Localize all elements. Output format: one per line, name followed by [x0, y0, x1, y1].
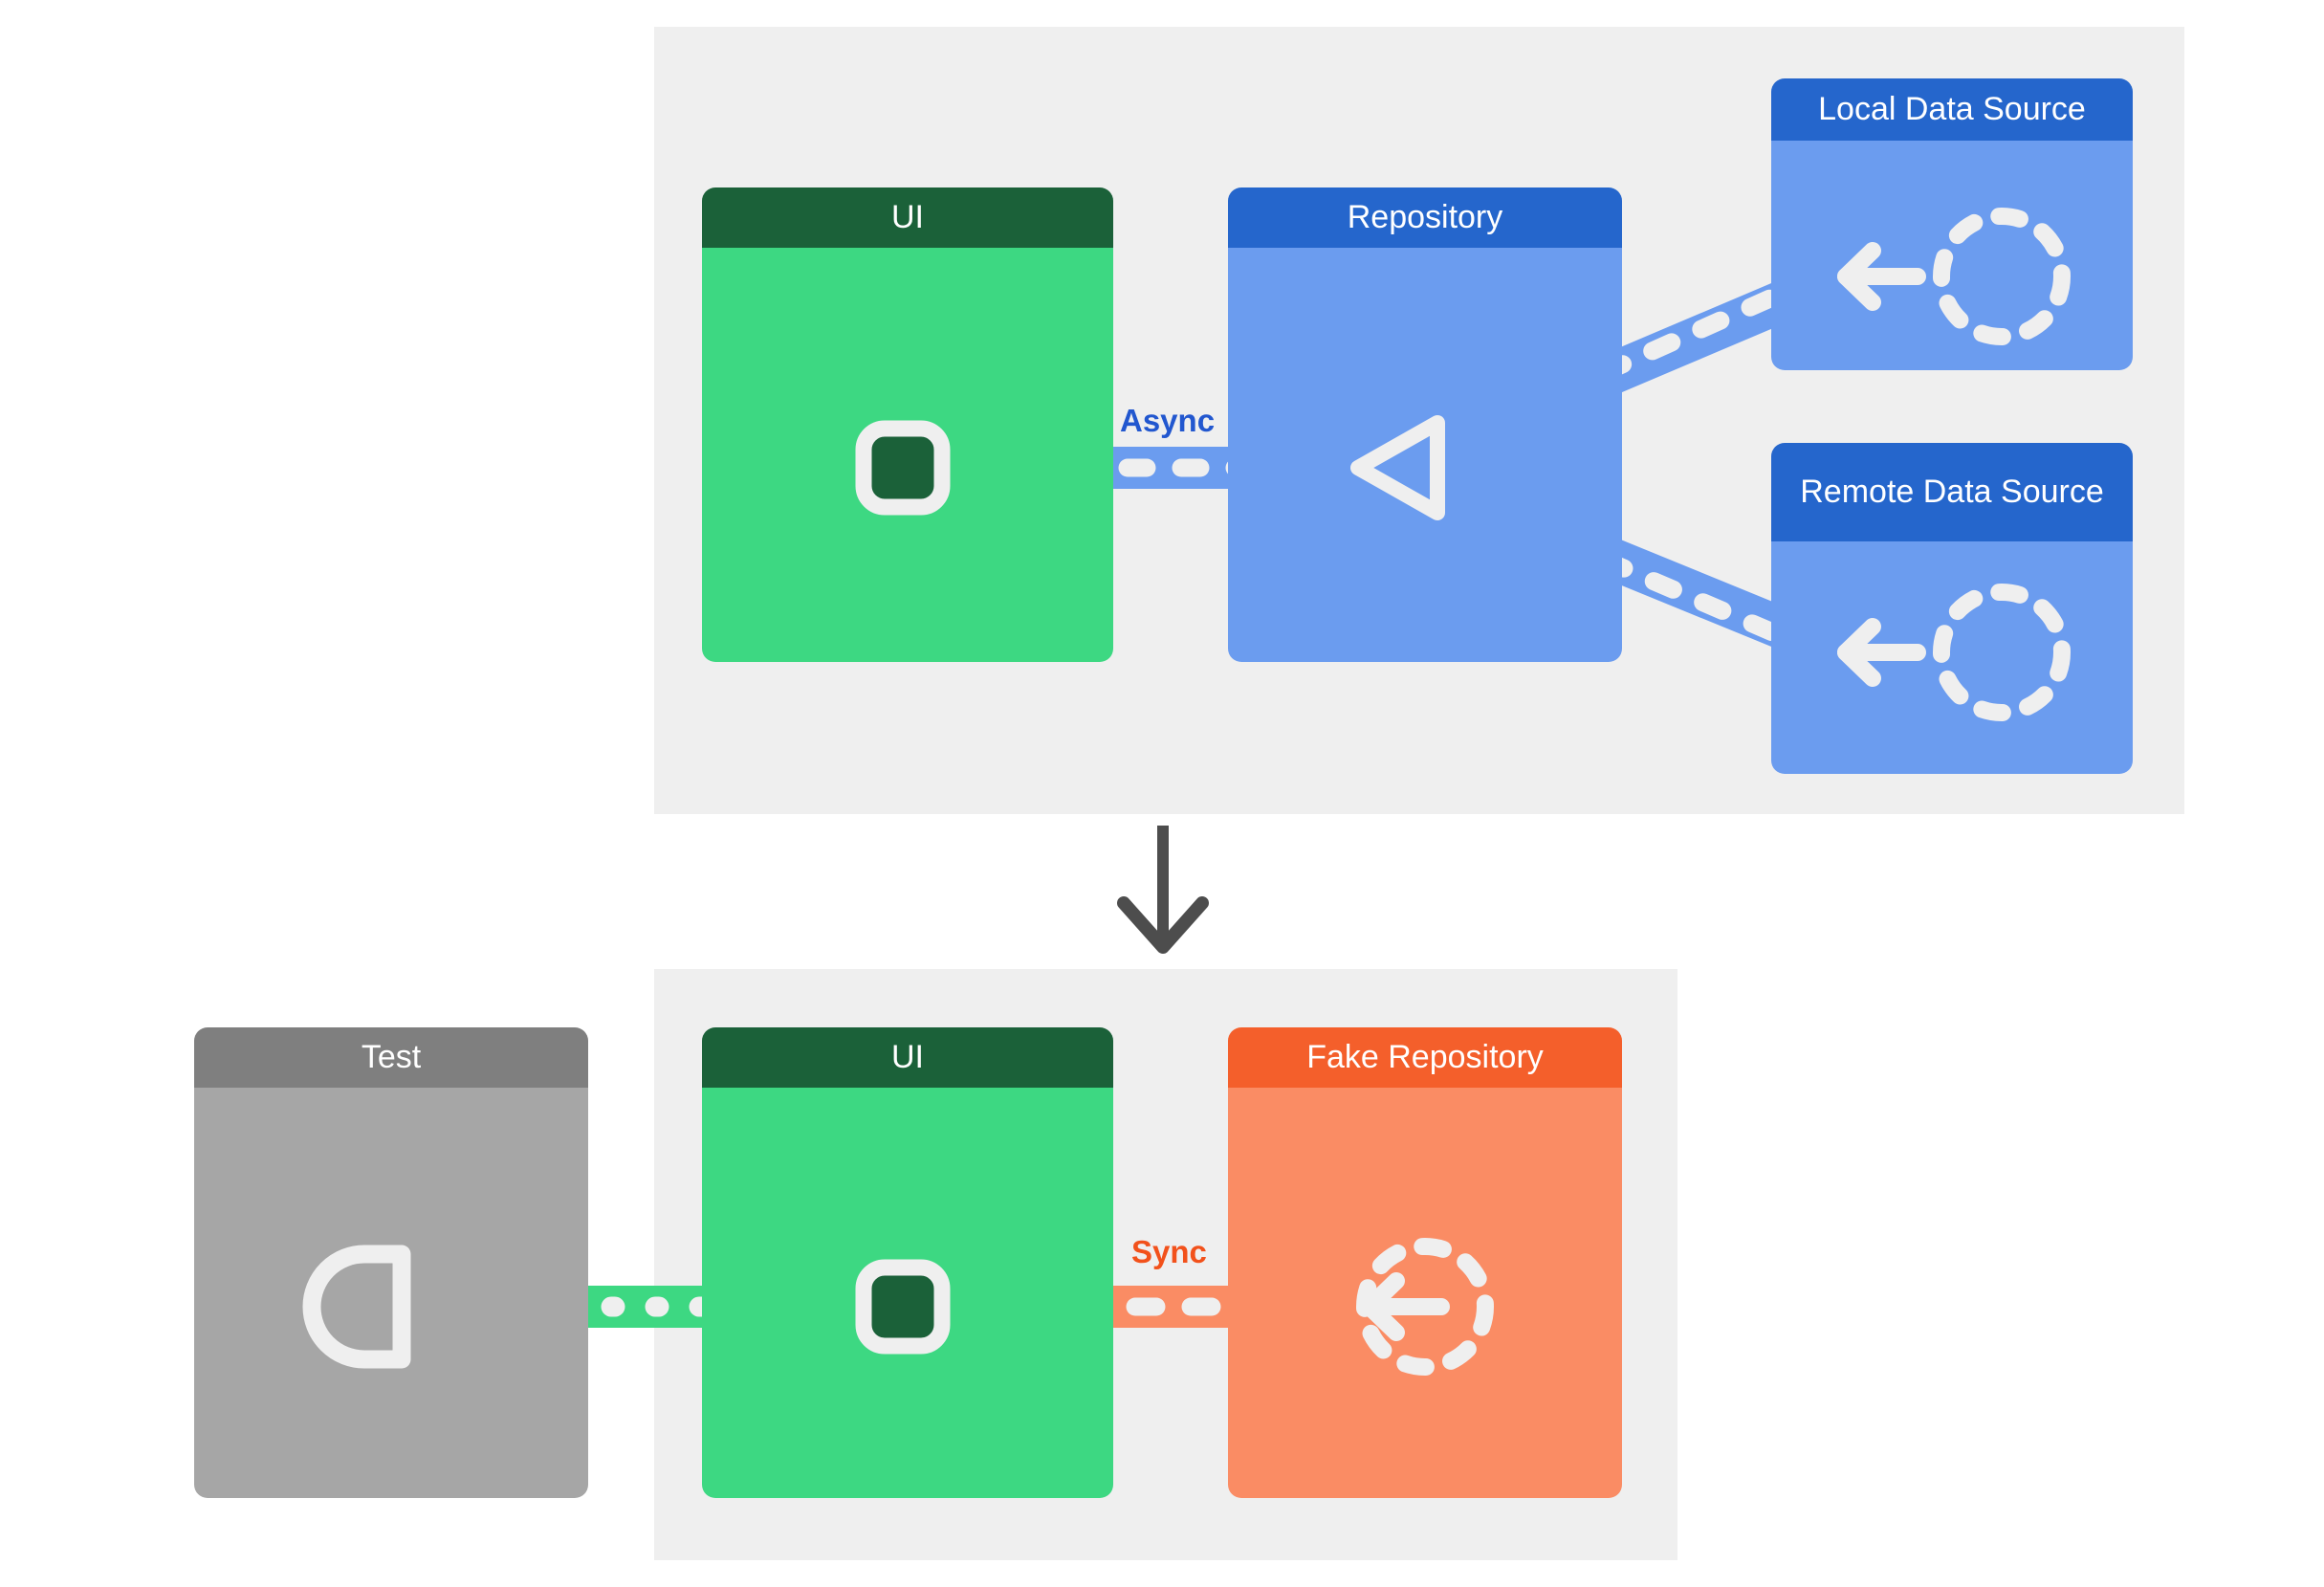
component-ui-test-title: UI [702, 1027, 1113, 1088]
component-ui-test[interactable]: UI [702, 1027, 1113, 1498]
component-test-body [194, 1088, 588, 1498]
component-fake-repository-body [1228, 1088, 1622, 1498]
component-test-title: Test [194, 1027, 588, 1088]
component-ui-production[interactable]: UI [702, 187, 1113, 662]
component-repository-body [1228, 248, 1622, 662]
component-local-data-source[interactable]: Local Data Source [1771, 78, 2133, 370]
component-remote-data-source[interactable]: Remote Data Source [1771, 443, 2133, 774]
component-local-data-source-body [1771, 141, 2133, 370]
component-remote-data-source-body [1771, 541, 2133, 774]
component-remote-data-source-title: Remote Data Source [1771, 443, 2133, 541]
downward-flow-arrow-icon [1117, 826, 1209, 954]
component-ui-production-body [702, 248, 1113, 662]
edge-label-async: Async [1120, 403, 1216, 438]
component-ui-production-title: UI [702, 187, 1113, 248]
component-fake-repository-title: Fake Repository [1228, 1027, 1622, 1088]
component-test[interactable]: Test [194, 1027, 588, 1498]
component-repository-title: Repository [1228, 187, 1622, 248]
component-repository[interactable]: Repository [1228, 187, 1622, 662]
component-fake-repository[interactable]: Fake Repository [1228, 1027, 1622, 1498]
component-ui-test-body [702, 1088, 1113, 1498]
edge-label-sync: Sync [1131, 1234, 1207, 1269]
component-local-data-source-title: Local Data Source [1771, 78, 2133, 141]
